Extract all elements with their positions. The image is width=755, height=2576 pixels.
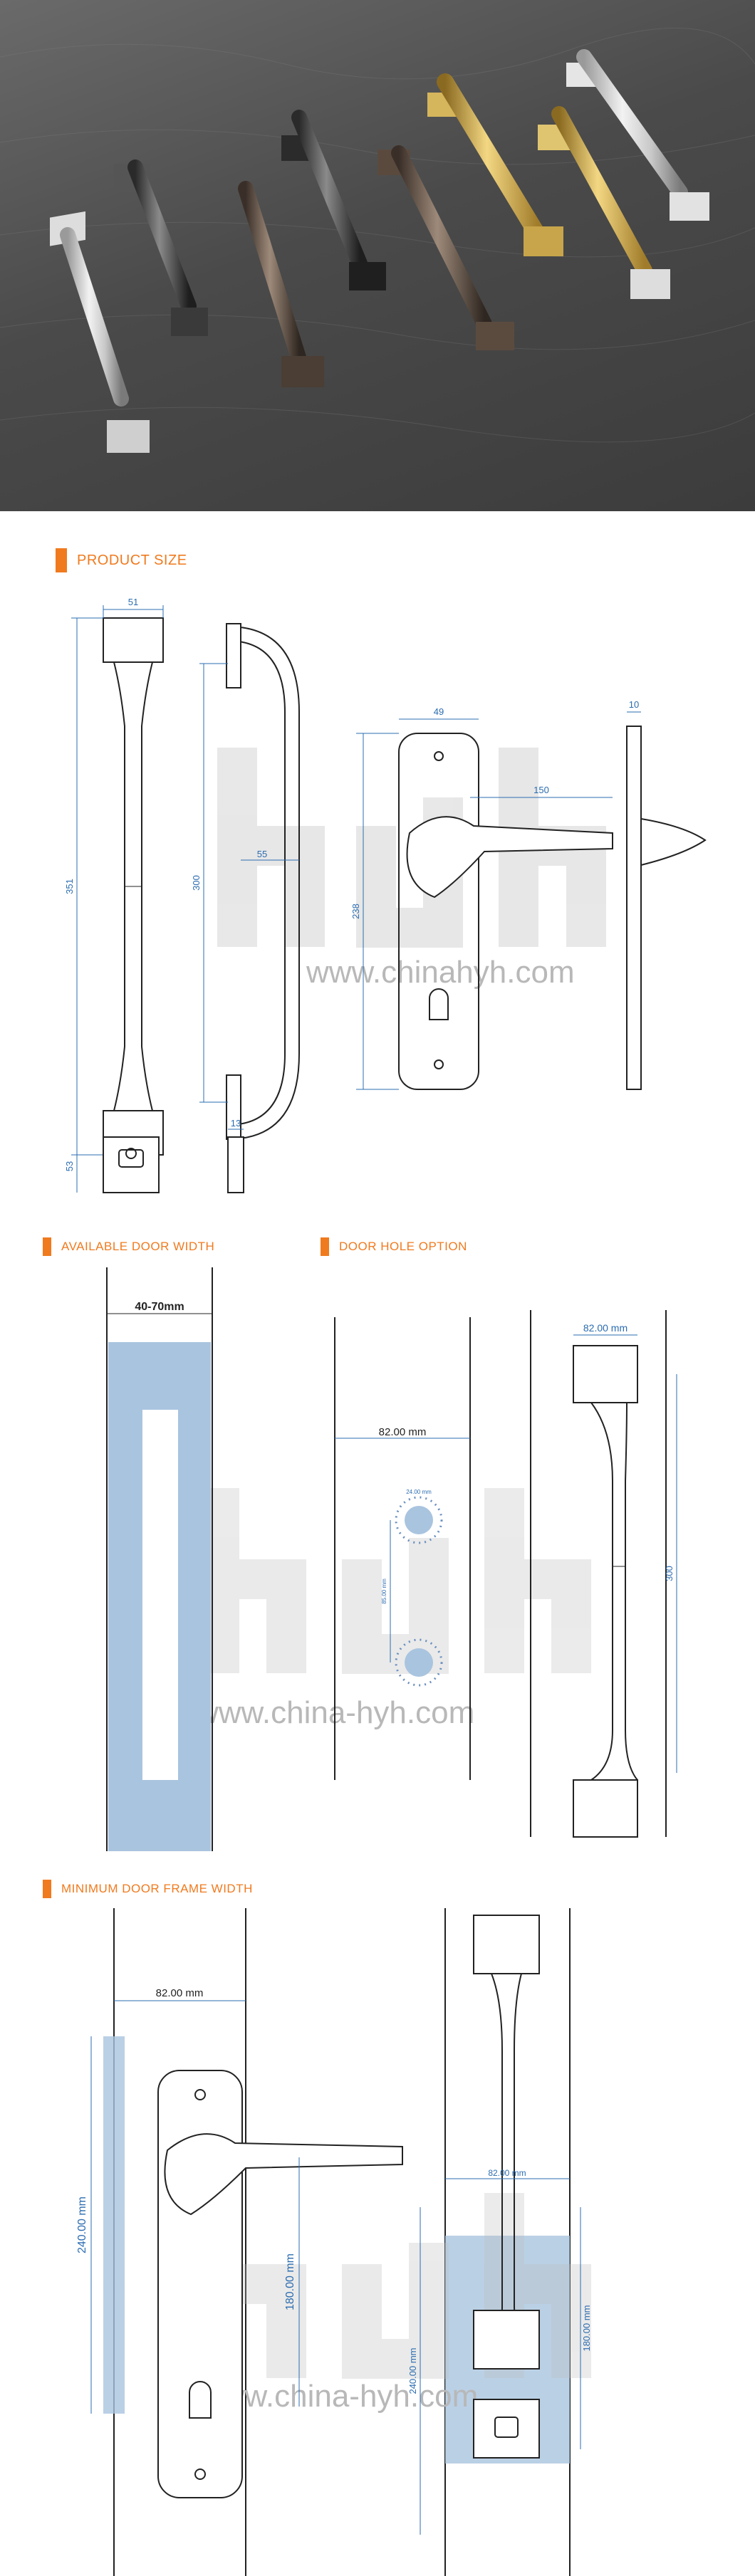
door-width-hole-diagram: www.china-hyh.com 40-70mm 82.00 mm 24.00… <box>106 1267 677 1851</box>
handle-black-1 <box>281 110 386 290</box>
frame-left-width: 82.00 mm <box>156 1987 204 1999</box>
section-heading-door-hole: DOOR HOLE OPTION <box>321 1237 467 1256</box>
frame-right-width: 82.00 mm <box>488 2168 526 2178</box>
frame-right-height-2: 180.00 mm <box>581 2305 592 2351</box>
dim-pull-inner: 300 <box>191 875 202 891</box>
dim-plate-width: 49 <box>434 706 444 717</box>
dim-rose-thickness: 13 <box>231 1118 241 1129</box>
lever-plate <box>398 733 613 1090</box>
frame-left-height: 240.00 mm <box>76 2197 88 2253</box>
hole-small-2: 85.00 mm <box>381 1578 387 1604</box>
dim-lever-length: 150 <box>533 785 549 795</box>
door-width-range: 40-70mm <box>135 1301 184 1313</box>
hole-small-1: 24.00 mm <box>406 1489 432 1495</box>
handle-gold-1 <box>427 73 563 256</box>
handles-photo <box>0 27 755 453</box>
handle-bronze-2 <box>378 145 514 350</box>
watermark-logo <box>199 1488 591 1674</box>
watermark-url: www.china-hyh.com <box>199 2379 478 2414</box>
accent-bar <box>321 1237 329 1256</box>
hole-spacing: 82.00 mm <box>379 1426 427 1438</box>
frame-lever-height: 180.00 mm <box>284 2253 296 2310</box>
frame-width-diagram: www.china-hyh.com 82.00 mm 240.00 mm 180… <box>76 1908 592 2576</box>
handle-bronze-1 <box>238 181 324 387</box>
dim-pull-width: 51 <box>128 597 138 607</box>
handle-chrome-1 <box>50 211 150 453</box>
dim-pull-depth: 55 <box>257 849 267 859</box>
rose-side <box>227 1136 244 1193</box>
hero-product-photo <box>0 0 755 511</box>
dim-rose-size: 53 <box>64 1161 75 1171</box>
section-title: PRODUCT SIZE <box>77 552 187 568</box>
handle-gold-2 <box>538 106 670 299</box>
rose-front <box>103 1136 160 1193</box>
section-heading-door-width: AVAILABLE DOOR WIDTH <box>43 1237 214 1256</box>
section-title: DOOR HOLE OPTION <box>339 1240 467 1253</box>
frame-lever-plate <box>157 2070 403 2498</box>
section-heading-product-size: PRODUCT SIZE <box>56 548 187 572</box>
pull-on-door <box>530 1310 667 1838</box>
dim-lines-lever <box>356 718 613 1090</box>
accent-bar <box>56 548 67 572</box>
pull-handle-front <box>103 617 164 1156</box>
watermark-url: www.chinahyh.com <box>306 955 575 990</box>
product-size-diagram: www.chinahyh.com 51 351 300 55 53 13 <box>64 597 707 1193</box>
dim-lines-pull <box>71 605 164 1156</box>
dim-lines-side <box>199 663 299 1103</box>
section-heading-frame-width: MINIMUM DOOR FRAME WIDTH <box>43 1880 253 1898</box>
dim-plate-height: 238 <box>350 904 361 919</box>
accent-bar <box>43 1880 51 1898</box>
accent-bar <box>43 1237 51 1256</box>
hole-section <box>334 1317 471 1780</box>
handle-dark-1 <box>114 159 208 336</box>
pull-handle-side <box>226 623 300 1140</box>
handle-chrome-2 <box>566 49 709 221</box>
pull-top-width: 82.00 mm <box>583 1322 628 1334</box>
pull-height: 300 <box>664 1566 675 1581</box>
frame-right-height: 240.00 mm <box>407 2347 418 2394</box>
section-title: AVAILABLE DOOR WIDTH <box>61 1240 215 1253</box>
dim-pull-height: 351 <box>64 879 75 894</box>
frame-pull-handle <box>473 1915 540 2459</box>
door-section <box>106 1267 213 1851</box>
lever-side <box>626 726 707 1090</box>
dim-side-thickness: 10 <box>629 699 639 710</box>
section-title: MINIMUM DOOR FRAME WIDTH <box>61 1882 253 1895</box>
